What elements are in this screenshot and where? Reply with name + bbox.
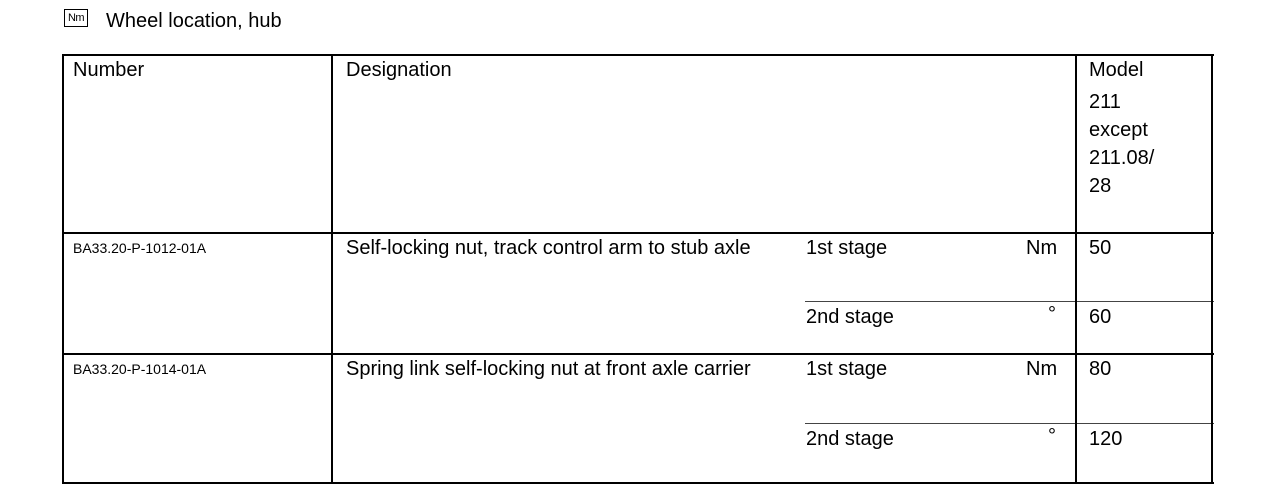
designation-text: Self-locking nut, track control arm to s… xyxy=(346,237,751,259)
row-divider xyxy=(62,232,1214,234)
table-border-top xyxy=(62,54,1214,56)
stage-label: 2nd stage xyxy=(806,306,894,328)
torque-value: 80 xyxy=(1089,358,1112,380)
part-number: BA33.20-P-1012-01A xyxy=(73,240,207,256)
stage-label: 1st stage xyxy=(806,237,888,259)
model-detail: 211 except 211.08/ 28 xyxy=(1089,88,1154,200)
unit-label: ° xyxy=(1048,303,1056,325)
table-border-right xyxy=(1211,54,1213,484)
unit-label: Nm xyxy=(1026,237,1058,259)
column-header-number: Number xyxy=(73,59,145,81)
angle-value: 120 xyxy=(1089,428,1123,450)
unit-label: ° xyxy=(1048,425,1056,447)
row-divider xyxy=(62,353,1214,355)
model-detail-line: 211.08/ xyxy=(1089,147,1155,169)
page-header: Nm Wheel location, hub xyxy=(64,6,282,36)
part-number: BA33.20-P-1014-01A xyxy=(73,361,207,377)
stage-divider xyxy=(805,301,1214,302)
model-detail-line: except xyxy=(1089,119,1148,141)
column-divider xyxy=(331,54,333,484)
column-divider xyxy=(1075,54,1077,484)
angle-value: 60 xyxy=(1089,306,1112,328)
column-header-model: Model xyxy=(1089,59,1144,81)
unit-label: Nm xyxy=(1026,358,1058,380)
stage-divider xyxy=(805,423,1214,424)
column-header-designation: Designation xyxy=(346,59,452,81)
stage-label: 2nd stage xyxy=(806,428,894,450)
model-detail-line: 211 xyxy=(1089,91,1121,113)
model-detail-line: 28 xyxy=(1089,175,1112,197)
torque-nm-icon: Nm xyxy=(64,9,88,27)
stage-label: 1st stage xyxy=(806,358,888,380)
torque-table: Number Designation Model 211 except 211.… xyxy=(62,54,1214,484)
torque-value: 50 xyxy=(1089,237,1112,259)
table-border-left xyxy=(62,54,64,484)
designation-text: Spring link self-locking nut at front ax… xyxy=(346,358,751,380)
page-title: Wheel location, hub xyxy=(106,9,282,32)
table-border-bottom xyxy=(62,482,1214,484)
